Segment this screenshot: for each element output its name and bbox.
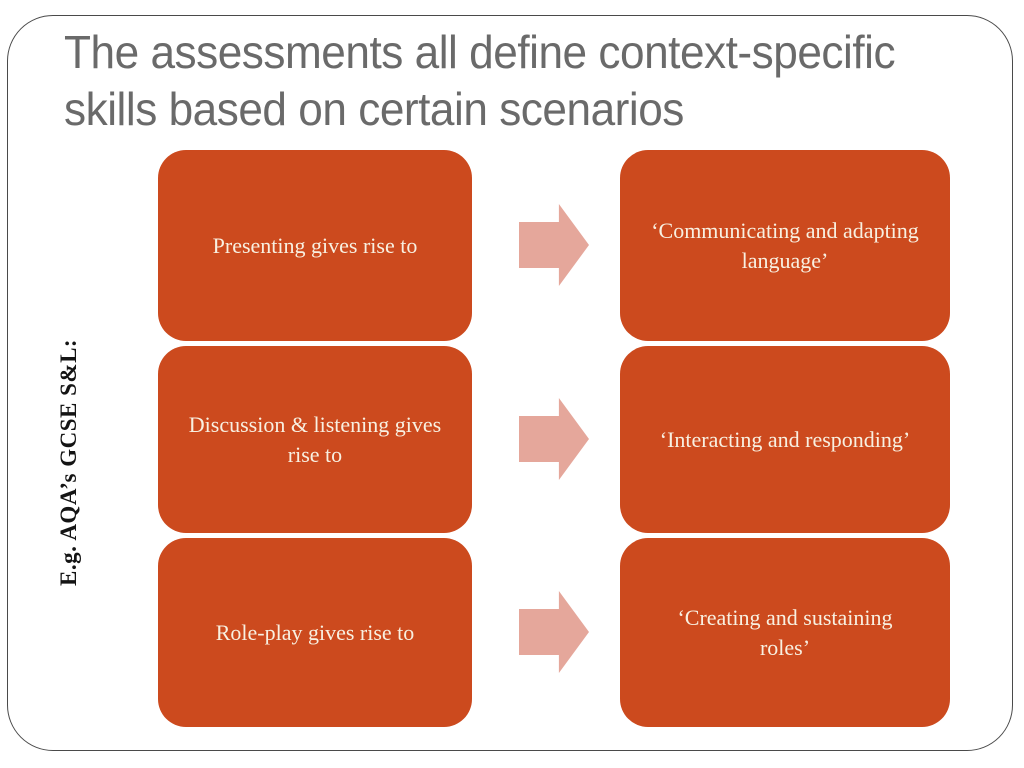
result-box-1-label: ‘Communicating and adapting: [651, 217, 919, 243]
result-box-3-label-line2: roles’: [759, 634, 811, 660]
slide-title-line-1: The assessments all define context-speci…: [64, 26, 896, 78]
slide-title-line-2: skills based on certain scenarios: [64, 83, 684, 135]
result-box-3-label: ‘Creating and sustaining: [677, 604, 893, 630]
result-box-1: ‘Communicating and adapting language’: [620, 150, 950, 341]
source-box-1: Presenting gives rise to: [158, 150, 472, 341]
source-box-2-label: Discussion & listening gives: [188, 411, 442, 437]
side-label-vertical: E.g. AQA’s GCSE S&L:: [56, 338, 81, 586]
result-box-3: ‘Creating and sustaining roles’: [620, 538, 950, 727]
slide-border: [7, 15, 1013, 751]
slide-title: The assessments all define context-speci…: [64, 24, 896, 138]
source-box-1-label: Presenting gives rise to: [212, 232, 418, 258]
source-box-3-label: Role-play gives rise to: [215, 619, 415, 645]
result-box-1-label-line2: language’: [741, 247, 829, 273]
source-box-3: Role-play gives rise to: [158, 538, 472, 727]
source-box-2: Discussion & listening gives rise to: [158, 346, 472, 533]
source-box-2-label-line2: rise to: [287, 441, 343, 467]
result-box-2-label: ‘Interacting and responding’: [659, 426, 911, 452]
result-box-2: ‘Interacting and responding’: [620, 346, 950, 533]
